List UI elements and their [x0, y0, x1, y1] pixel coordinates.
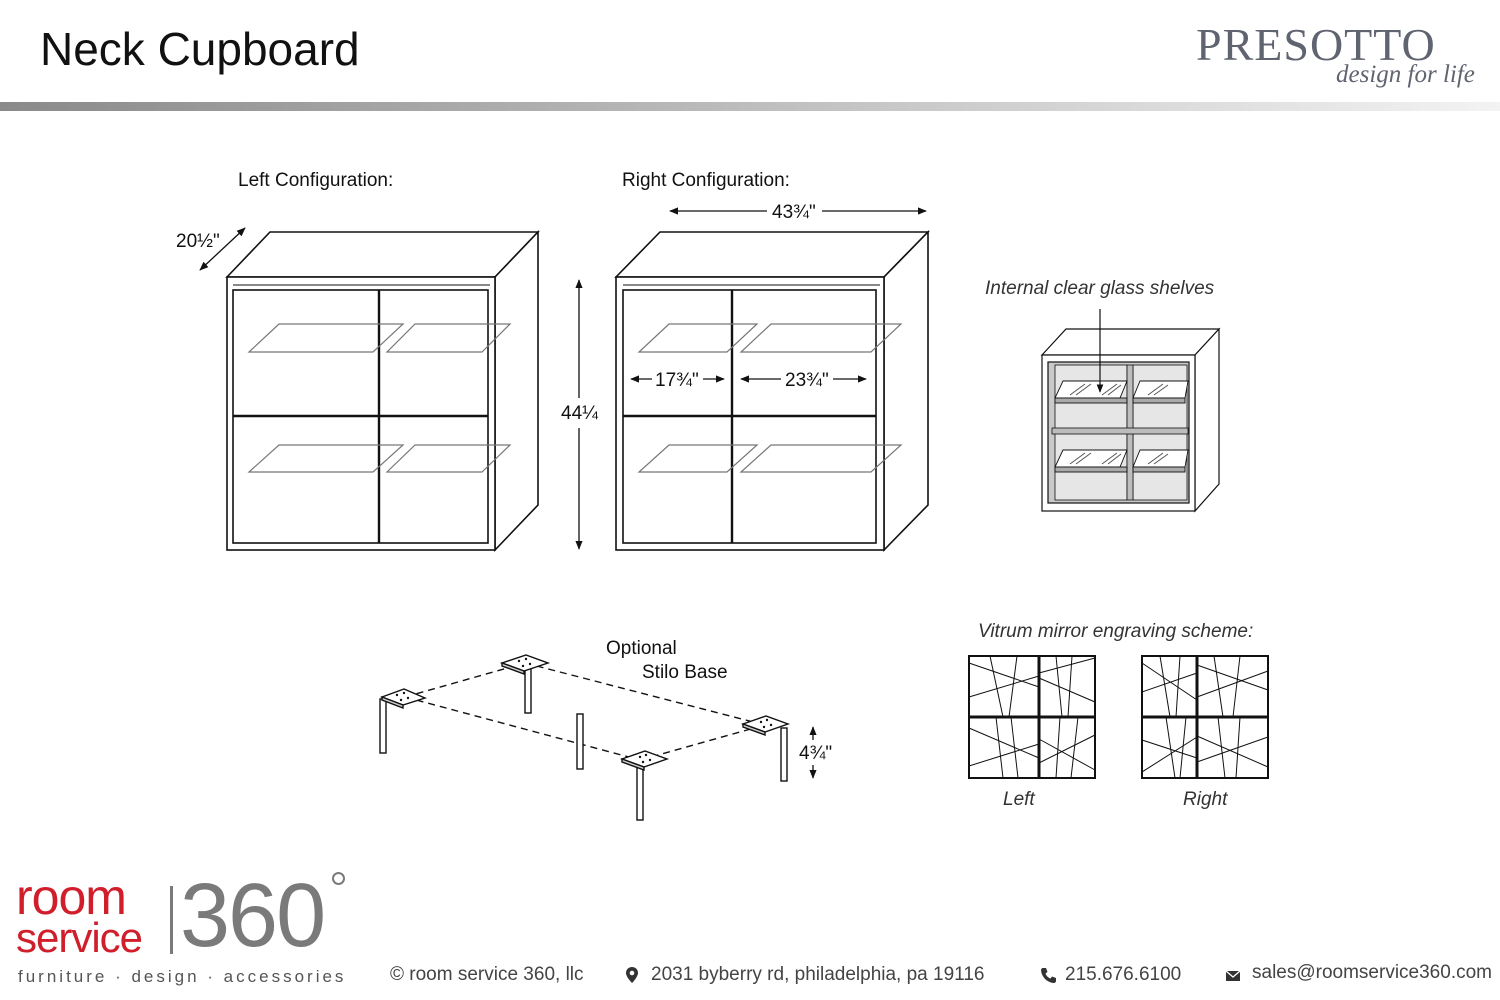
engraving-scheme-left — [968, 655, 1096, 779]
logo-divider — [170, 886, 173, 954]
right-door-dimension: 23¾" — [785, 370, 829, 391]
roomservice-logo-360: 360 — [180, 866, 326, 966]
left-configuration-drawing — [225, 230, 540, 552]
engraving-left-label: Left — [1003, 789, 1035, 810]
right-configuration-drawing — [614, 230, 930, 552]
base-label-line1: Optional — [606, 638, 677, 659]
depth-dimension: 20½" — [176, 231, 220, 252]
engraving-right-label: Right — [1183, 789, 1228, 810]
height-dimension: 44¼ — [561, 403, 599, 424]
address-text: 2031 byberry rd, philadelphia, pa 19116 — [651, 964, 985, 985]
internal-shelves-drawing — [1040, 327, 1221, 513]
envelope-icon — [1225, 970, 1241, 981]
roomservice-logo-room: room — [16, 869, 127, 925]
left-door-dimension: 17¾" — [655, 370, 699, 391]
phone-text[interactable]: 215.676.6100 — [1065, 964, 1182, 985]
width-dimension: 43¾" — [772, 202, 816, 223]
brand-logo-tagline: design for life — [1336, 61, 1475, 88]
engraving-scheme-right — [1141, 655, 1269, 779]
email-link[interactable]: sales@roomservice360.com — [1252, 962, 1492, 983]
roomservice-logo-service: service — [16, 914, 143, 961]
stilo-base-drawing — [379, 654, 791, 821]
right-configuration-label: Right Configuration: — [622, 170, 790, 191]
base-label-line2: Stilo Base — [642, 662, 728, 683]
page-title: Neck Cupboard — [40, 23, 360, 75]
left-configuration-label: Left Configuration: — [238, 170, 394, 191]
degree-symbol-icon — [332, 872, 345, 885]
copyright-text: © room service 360, llc — [390, 964, 584, 985]
base-height-dimension: 4¾" — [799, 743, 832, 764]
header-divider — [0, 102, 1500, 111]
map-pin-icon — [626, 967, 638, 983]
glass-shelves-label: Internal clear glass shelves — [985, 278, 1215, 299]
roomservice-tagline: furniture · design · accessories — [18, 967, 347, 986]
engraving-scheme-label: Vitrum mirror engraving scheme: — [978, 621, 1254, 642]
brand-logo-name: PRESOTTO — [1196, 19, 1436, 70]
phone-icon — [1041, 968, 1056, 983]
